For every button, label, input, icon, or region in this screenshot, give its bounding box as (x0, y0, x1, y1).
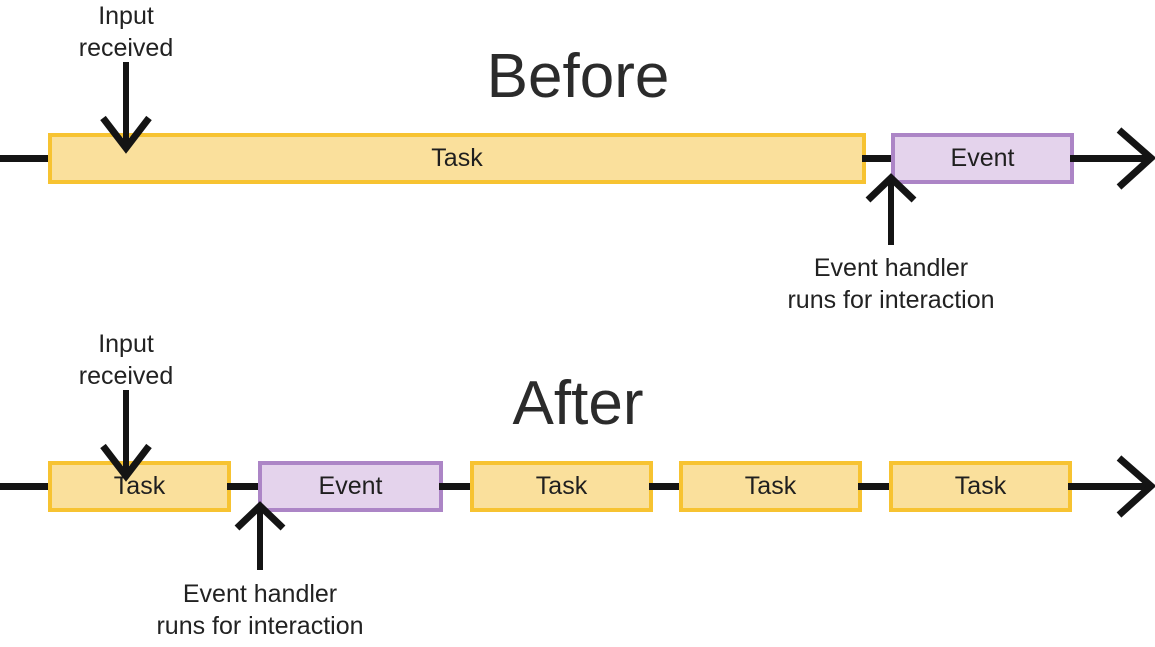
timeline-block-after-event[interactable]: Event (258, 461, 443, 512)
timeline-block-after-task-4[interactable]: Task (889, 461, 1072, 512)
annotation-input-received-after: Input received (26, 328, 226, 392)
annotation-input-received-before-line1: Input (98, 2, 154, 30)
arrow-event-handler-after-icon (234, 501, 286, 570)
timeline-block-after-task-3-label: Task (744, 472, 797, 500)
timeline-block-after-task-2[interactable]: Task (470, 461, 653, 512)
timeline-connector-after-3 (649, 483, 683, 490)
timeline-block-after-task-1[interactable]: Task (48, 461, 231, 512)
annotation-event-handler-after-line2: runs for interaction (156, 612, 364, 640)
annotation-event-handler-before-line1: Event handler (813, 254, 969, 282)
annotation-event-handler-after-line1: Event handler (182, 580, 338, 608)
annotation-event-handler-after: Event handler runs for interaction (109, 578, 411, 642)
timeline-axis-before-right-stub (1070, 155, 1148, 162)
timeline-block-after-task-3[interactable]: Task (679, 461, 862, 512)
annotation-input-received-after-line2: received (78, 362, 174, 390)
annotation-input-received-before-line2: received (78, 34, 174, 62)
annotation-input-received-before: Input received (26, 0, 226, 64)
annotation-event-handler-before: Event handler runs for interaction (740, 252, 1042, 316)
timeline-block-before-task[interactable]: Task (48, 133, 866, 184)
timeline-block-before-event[interactable]: Event (891, 133, 1074, 184)
timeline-connector-after-4 (858, 483, 893, 490)
timeline-connector-after-2 (439, 483, 474, 490)
timeline-block-after-task-4-label: Task (954, 472, 1007, 500)
timeline-axis-after-right-stub (1068, 483, 1148, 490)
timeline-axis-after-left-stub (0, 483, 50, 490)
arrow-event-handler-before-icon (865, 173, 917, 245)
section-title-before: Before (486, 42, 670, 111)
timeline-connector-after-1 (227, 483, 262, 490)
timeline-block-after-task-2-label: Task (535, 472, 588, 500)
section-title-after: After (512, 369, 644, 438)
timeline-block-after-task-1-label: Task (113, 472, 166, 500)
timeline-block-after-event-label: Event (318, 472, 383, 500)
annotation-input-received-after-line1: Input (98, 330, 154, 358)
timeline-block-before-event-label: Event (950, 144, 1015, 172)
timeline-connector-before-1 (862, 155, 895, 162)
annotation-event-handler-before-line2: runs for interaction (787, 286, 995, 314)
timeline-block-before-task-label: Task (431, 144, 483, 172)
timeline-axis-before-left-stub (0, 155, 50, 162)
